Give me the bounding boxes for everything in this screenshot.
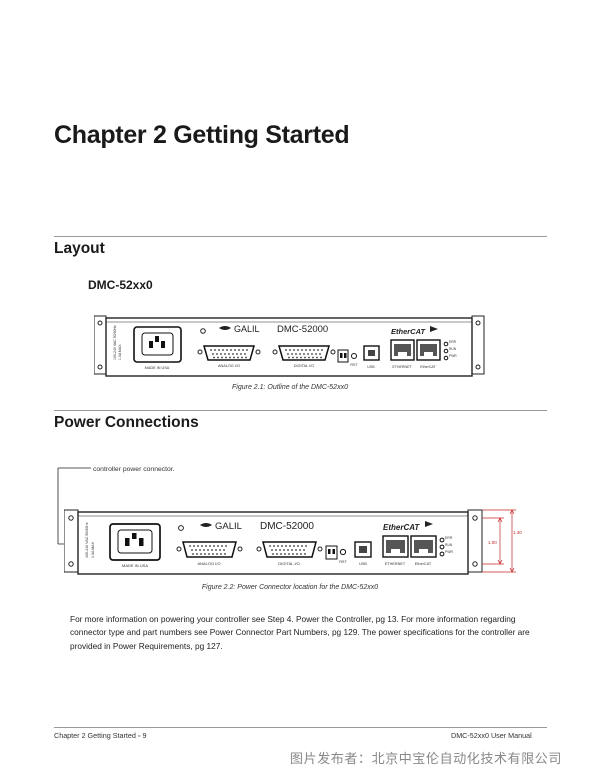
svg-text:1.0A MAX: 1.0A MAX — [118, 344, 122, 360]
pwr-led-icon — [443, 355, 449, 361]
err-led-icon — [443, 341, 449, 347]
svg-text:GALIL: GALIL — [234, 324, 260, 334]
digital-io-connector — [262, 541, 317, 558]
svg-text:ERR: ERR — [445, 536, 453, 540]
svg-text:1.0A MAX: 1.0A MAX — [91, 541, 95, 558]
err-led-icon — [439, 537, 445, 543]
mount-hole-icon — [97, 364, 103, 370]
analog-io-connector — [203, 345, 255, 361]
svg-text:ETHERNET: ETHERNET — [385, 562, 406, 566]
svg-text:DMC-52000: DMC-52000 — [260, 521, 314, 532]
mount-hole-icon — [68, 515, 74, 521]
svg-text:DIGITAL I/O: DIGITAL I/O — [294, 364, 315, 368]
svg-text:1.40: 1.40 — [513, 530, 522, 535]
watermark: 图片发布者：北京中宝伦自动化技术有限公司 — [290, 752, 563, 767]
right-mounting-ear — [467, 509, 483, 573]
svg-text:ERR: ERR — [449, 340, 457, 344]
svg-text:MADE IN USA: MADE IN USA — [122, 563, 148, 568]
galil-logo-icon — [200, 523, 212, 527]
svg-text:ANALOG I/O: ANALOG I/O — [218, 364, 240, 368]
figure-device-outline: 100-240 VAC 50/60Hz 1.0A MAX MADE IN USA… — [94, 315, 485, 377]
power-inlet — [109, 523, 161, 561]
svg-text:USB: USB — [367, 365, 375, 369]
power-inlet — [133, 326, 182, 363]
ethercat-arrow-icon — [425, 521, 433, 527]
svg-text:ANALOG I/O: ANALOG I/O — [197, 561, 220, 566]
svg-text:EtherCAT: EtherCAT — [420, 365, 436, 369]
svg-text:1.00: 1.00 — [488, 540, 497, 545]
callout-label: controller power connector. — [93, 466, 175, 473]
run-led-icon — [443, 348, 449, 354]
svg-text:PWR: PWR — [445, 550, 453, 554]
svg-text:DIGITAL I/O: DIGITAL I/O — [278, 561, 300, 566]
svg-text:RST: RST — [350, 363, 358, 367]
svg-text:DMC-52000: DMC-52000 — [277, 324, 328, 335]
reset-button-icon — [351, 353, 357, 359]
svg-text:PWR: PWR — [449, 354, 457, 358]
svg-text:EtherCAT: EtherCAT — [415, 562, 432, 566]
section-divider-layout — [54, 236, 547, 237]
svg-text:100-240 VAC 50/60Hz: 100-240 VAC 50/60Hz — [113, 325, 117, 360]
layout-subheading: DMC-52xx0 — [88, 278, 153, 292]
screw-icon — [178, 525, 184, 531]
footer-chapter: Chapter 2 Getting Started ▫ 9 — [54, 731, 147, 740]
layout-heading: Layout — [54, 240, 105, 257]
figure-power-connector: 100-240 VAC 50/60Hz 1.0A MAX MADE IN USA… — [64, 509, 522, 575]
run-led-icon — [439, 544, 445, 550]
svg-text:EtherCAT: EtherCAT — [383, 523, 420, 532]
mount-hole-icon — [472, 561, 478, 567]
reset-button-icon — [339, 548, 347, 556]
svg-text:ETHERNET: ETHERNET — [392, 365, 412, 369]
galil-logo-icon — [219, 326, 231, 330]
mount-hole-icon — [472, 515, 478, 521]
svg-text:100-240 VAC 50/60Hz: 100-240 VAC 50/60Hz — [85, 522, 89, 558]
svg-text:GALIL: GALIL — [215, 521, 242, 532]
figure-2-1-caption: Figure 2.1: Outline of the DMC-52xx0 — [232, 384, 348, 391]
mount-hole-icon — [475, 364, 481, 370]
dip-switch — [325, 545, 338, 560]
left-mounting-ear — [64, 509, 79, 573]
digital-io-connector — [278, 345, 330, 361]
section-divider-power — [54, 410, 547, 411]
svg-text:RUN: RUN — [449, 347, 457, 351]
dimension-lines — [482, 509, 516, 573]
figure-2-2-caption: Figure 2.2: Power Connector location for… — [201, 584, 379, 591]
svg-text:USB: USB — [359, 562, 367, 566]
svg-text:EtherCAT: EtherCAT — [391, 327, 426, 336]
mount-hole-icon — [68, 561, 74, 567]
chapter-title: Chapter 2 Getting Started — [54, 121, 350, 149]
mount-hole-icon — [475, 320, 481, 326]
pwr-led-icon — [439, 551, 445, 557]
footer-divider — [54, 727, 547, 728]
ethercat-arrow-icon — [430, 326, 438, 332]
mount-hole-icon — [97, 320, 103, 326]
svg-text:MADE IN USA: MADE IN USA — [145, 366, 170, 370]
svg-text:RUN: RUN — [445, 543, 453, 547]
footer-manual-title: DMC-52xx0 User Manual — [451, 731, 532, 740]
svg-text:RST: RST — [339, 560, 347, 564]
dip-switch — [337, 349, 349, 363]
power-heading: Power Connections — [54, 414, 199, 431]
power-paragraph: For more information on powering your co… — [70, 614, 530, 651]
screw-icon — [200, 328, 206, 334]
analog-io-connector — [182, 541, 237, 558]
